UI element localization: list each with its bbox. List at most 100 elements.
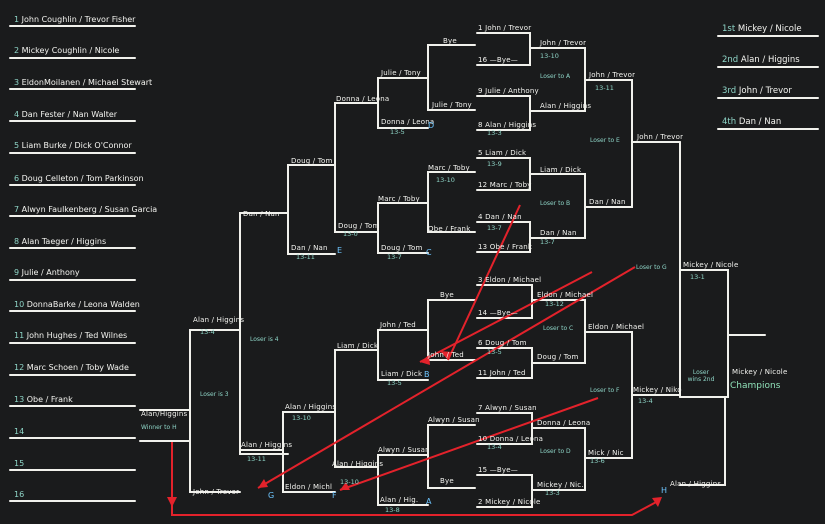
wb-r2-3: Liam / Dick <box>540 166 582 174</box>
letter-b: B <box>424 370 430 379</box>
lb-r4-eldon: Eldon / Michl <box>285 483 333 491</box>
result-1: 1st Mickey / Nicole <box>722 24 802 34</box>
result-2: 2nd Alan / Higgins <box>722 55 800 65</box>
lb-alwyn-1: Alwyn / Susan <box>428 416 480 424</box>
result-4: 4th Dan / Nan <box>722 117 782 127</box>
note-loser-d: Loser to D <box>540 448 571 455</box>
wb-r1-10: 14 —Bye— <box>478 309 518 317</box>
lb-r2-julie: Julie / Tony <box>381 69 421 77</box>
note-loser-b: Loser to B <box>540 200 571 207</box>
score: 13-4 <box>638 397 653 405</box>
wb-r2-8: Mickey / Nic. <box>537 481 584 489</box>
lb-john-ted-1: John / Ted <box>428 351 464 359</box>
note-loser-wins-2nd: Loser wins 2nd <box>687 369 715 383</box>
wb-r1-8: 13 Obe / Frank <box>478 243 533 251</box>
lb-r3-donna: Donna / Leona <box>336 95 390 103</box>
wb-r1-15: 15 —Bye— <box>478 466 518 474</box>
score: 13-10 <box>540 52 559 60</box>
wb-r2-2: Alan / Higgins <box>540 102 592 110</box>
note-loser-is-4: Loser is 4 <box>250 336 279 343</box>
player-5: 5 Liam Burke / Dick O'Connor <box>14 141 132 150</box>
lb-r2-alwyn: Alwyn / Susan <box>378 446 430 454</box>
lb-r2-donna: Donna / Leona <box>381 118 435 126</box>
lb-obe-1: Obe / Frank <box>428 225 471 233</box>
score: 13-0 <box>343 230 358 238</box>
wb-r2-6: Doug / Tom <box>537 353 579 361</box>
player-16: 16 <box>14 490 25 499</box>
lb-r3-liam: Liam / Dick <box>337 342 379 350</box>
wb-r4-2: Mickey / Niko <box>633 386 682 394</box>
score: 13-1 <box>690 273 705 281</box>
wb-r2-1: John / Trevor <box>540 39 587 47</box>
player-6: 6 Doug Celleton / Tom Parkinson <box>14 174 144 183</box>
wb-r1-14: 10 Donna / Leona <box>478 435 544 443</box>
lb-julie-1: Julie / Tony <box>432 101 472 109</box>
player-10: 10 DonnaBarke / Leona Walden <box>14 300 140 309</box>
wb-r1-13: 7 Alwyn / Susan <box>478 404 537 412</box>
result-3: 3rd John / Trevor <box>722 86 792 96</box>
note-loser-c: Loser to C <box>543 325 574 332</box>
wb-r4-1: John / Trevor <box>637 133 684 141</box>
player-14: 14 <box>14 427 25 436</box>
score: 13-9 <box>487 160 502 168</box>
score: 13-5 <box>387 379 402 387</box>
score: 13-5 <box>390 128 405 136</box>
champion-name: Mickey / Nicole <box>732 368 788 376</box>
player-2: 2 Mickey Coughlin / Nicole <box>14 46 120 55</box>
player-13: 13 Obe / Frank <box>14 395 73 404</box>
lb-r2-marc: Marc / Toby <box>378 195 420 203</box>
score: 13-7 <box>487 224 502 232</box>
lb-r2-liam: Liam / Dick <box>381 370 423 378</box>
wb-r1-6: 12 Marc / Toby <box>478 181 532 189</box>
wb-r1-2: 16 —Bye— <box>478 56 518 64</box>
note-loser-a: Loser to A <box>540 73 571 80</box>
score: 13-5 <box>487 348 502 356</box>
champions-label: Champions <box>730 381 781 391</box>
wb-r1-12: 11 John / Ted <box>478 369 526 377</box>
wb-r1-3: 9 Julie / Anthony <box>478 87 539 95</box>
player-7: 7 Alwyn Faulkenberg / Susan Garcia <box>14 205 158 214</box>
letter-h: H <box>661 486 668 495</box>
lb-r4-doug: Doug / Tom <box>291 157 333 165</box>
score: 13-4 <box>487 443 502 451</box>
lb-r2-alan: Alan / Hig. <box>380 496 419 504</box>
note-loser-f: Loser to F <box>590 387 620 394</box>
score: 13-11 <box>247 455 266 463</box>
lb-marc-1: Marc / Toby <box>428 164 470 172</box>
wb-r1-1: 1 John / Trevor <box>478 24 532 32</box>
player-15: 15 <box>14 459 25 468</box>
score: 13-7 <box>387 253 402 261</box>
letter-c: C <box>426 248 432 257</box>
lb-r6-john: John / Trevor <box>193 488 240 496</box>
player-11: 11 John Hughes / Ted Wilnes <box>14 331 128 340</box>
note-winner-to-h: Winner to H <box>141 424 177 431</box>
wb-r1-16: 2 Mickey / Nicole <box>478 498 541 506</box>
lb-r4-alan: Alan / Higgins <box>285 403 337 411</box>
wb-r1-9: 3 Eldon / Michael <box>478 276 542 284</box>
lb-r5-dan: Dan / Nan <box>243 210 280 218</box>
letter-a: A <box>426 497 432 506</box>
player-4: 4 Dan Fester / Nan Walter <box>14 110 118 119</box>
note-loser-is-3: Loser is 3 <box>200 391 229 398</box>
score: 13-7 <box>540 238 555 246</box>
lb-r3-doug: Doug / Tom <box>338 222 380 230</box>
lb-note-alan: Alan/Higgins <box>141 410 188 418</box>
score: 13-11 <box>595 84 614 92</box>
lb-bye-1: Bye <box>443 37 457 45</box>
wb-r2-5: Eldon / Michael <box>537 291 594 299</box>
lb-bye-2: Bye <box>440 291 454 299</box>
lb-r6-alan: Alan / Higgins <box>193 316 245 324</box>
lb-r5-alan: Alan / Higgins <box>241 441 293 449</box>
lb-bye-3: Bye <box>440 477 454 485</box>
score: 13-10 <box>292 414 311 422</box>
score: 13-4 <box>200 328 215 336</box>
score: 13-3 <box>545 489 560 497</box>
player-1: 1 John Coughlin / Trevor Fisher <box>14 15 136 24</box>
player-3: 3 EldonMoilanen / Michael Stewart <box>14 78 153 87</box>
score: 13-11 <box>296 253 315 261</box>
final-alan: Alan / Higgins <box>670 480 722 488</box>
lb-r4-dan: Dan / Nan <box>291 244 328 252</box>
wb-r1-4: 8 Alan / Higgins <box>478 121 537 129</box>
